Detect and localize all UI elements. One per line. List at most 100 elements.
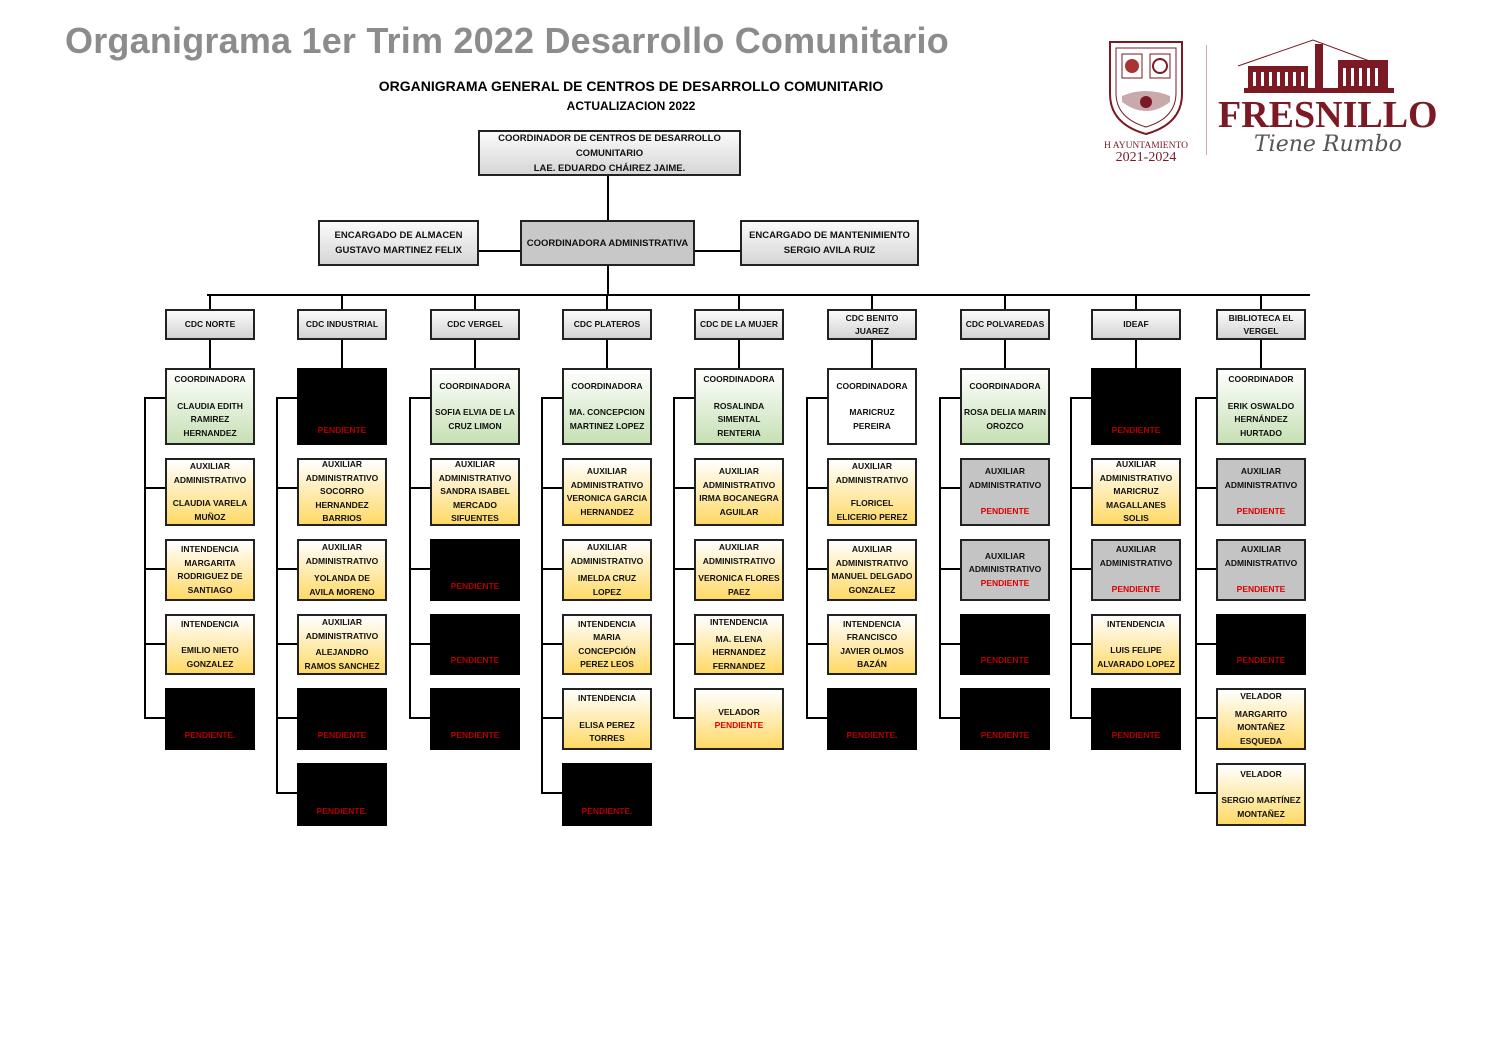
connector (738, 295, 740, 309)
vacant-position-card: PENDIENTE (297, 688, 387, 750)
connector (673, 397, 694, 399)
coordinator-name: LAE. EDUARDO CHÁIREZ JAIME. (533, 162, 686, 174)
position-role: AUXILIAR ADMINISTRATIVO (835, 544, 909, 568)
connector (144, 487, 165, 489)
employee-name: ALEJANDRO RAMOS SANCHEZ (304, 647, 380, 671)
connector (144, 717, 165, 719)
connector (1004, 295, 1006, 309)
connector (541, 487, 562, 489)
connector (939, 568, 960, 570)
bracket-line (276, 397, 278, 794)
connector (939, 487, 960, 489)
vacant-position-card: PENDIENTE (430, 688, 520, 750)
status-pending: PENDIENTE (450, 580, 500, 591)
fresnillo-brand-logo: FRESNILLO Tiene Rumbo (1218, 36, 1438, 161)
position-role: VELADOR (1240, 691, 1282, 701)
warehouse-box: ENCARGADO DE ALMACEN GUSTAVO MARTINEZ FE… (318, 220, 479, 266)
connector (606, 340, 608, 368)
connector (276, 397, 297, 399)
connector (606, 295, 608, 309)
connector (409, 487, 430, 489)
status-pending: PENDIENTE (1111, 584, 1161, 595)
position-role: AUXILIAR ADMINISTRATIVO (835, 461, 909, 485)
connector (1004, 340, 1006, 368)
position-role: COORDINADORA (439, 380, 511, 391)
connector (276, 487, 297, 489)
connector (1195, 717, 1216, 719)
shield-icon (1109, 41, 1183, 136)
employee-name: CLAUDIA EDITH RAMIREZ HERNANDEZ (177, 400, 243, 438)
employee-name: FRANCISCO JAVIER OLMOS BAZÁN (840, 632, 904, 669)
position-card: AUXILIAR ADMINISTRATIVO ALEJANDRO RAMOS S… (297, 614, 387, 675)
position-role: COORDINADOR (1228, 374, 1294, 384)
status-pending: PENDIENTE (1236, 506, 1286, 517)
bracket-line (1195, 397, 1197, 794)
position-role: AUXILIAR ADMINISTRATIVO (1224, 544, 1298, 568)
employee-name: MARICRUZ PEREIRA (849, 407, 895, 431)
coordinator-box: COORDINADOR DE CENTROS DE DESARROLLO COM… (478, 130, 741, 176)
position-role: VELADOR (1240, 768, 1282, 779)
employee-name: CLAUDIA VARELA MUÑOZ (172, 498, 248, 522)
status-pending: PENDIENTE (450, 654, 500, 665)
status-pending: PENDIENTE. (581, 805, 633, 816)
ayuntamiento-shield-logo: H AYUNTAMIENTO 2021-2024 (1100, 36, 1192, 165)
connector (1135, 340, 1137, 368)
employee-name: MARIA CONCEPCIÓN PEREZ LEOS (578, 632, 636, 669)
position-role: AUXILIAR ADMINISTRATIVO (173, 461, 247, 485)
connector (806, 717, 827, 719)
position-role: AUXILIAR ADMINISTRATIVO (702, 466, 776, 490)
position-role: AUXILIAR ADMINISTRATIVO (305, 617, 379, 641)
column-header-biblioteca-el-vergel: BIBLIOTECA EL VERGEL (1216, 309, 1306, 340)
employee-name: SANDRA ISABEL MERCADO SIFUENTES (440, 486, 510, 524)
maintenance-box: ENCARGADO DE MANTENIMIENTO SERGIO AVILA … (740, 220, 919, 266)
page-title: Organigrama 1er Trim 2022 Desarrollo Com… (65, 20, 949, 61)
connector (341, 295, 343, 309)
status-pending: PENDIENTE (1111, 729, 1161, 740)
position-role: COORDINADORA (836, 380, 908, 391)
connector (144, 568, 165, 570)
position-role: AUXILIAR ADMINISTRATIVO (1099, 459, 1173, 483)
connector (806, 643, 827, 645)
chart-subtitle: ORGANIGRAMA GENERAL DE CENTROS DE DESARR… (378, 78, 884, 94)
status-pending: PENDIENTE. (316, 805, 368, 816)
position-role: COORDINADORA (174, 374, 246, 384)
employee-name: VERONICA GARCIA HERNANDEZ (566, 493, 648, 517)
position-card: COORDINADORA CLAUDIA EDITH RAMIREZ HERNAN… (165, 368, 255, 445)
vacant-position-card: PENDIENTE. (827, 688, 917, 750)
employee-name: ROSA DELIA MARIN OROZCO (964, 407, 1047, 431)
bracket-line (673, 397, 675, 719)
connector (541, 717, 562, 719)
maintenance-name: SERGIO AVILA RUIZ (783, 245, 876, 256)
connector (1070, 397, 1091, 399)
connector (1195, 397, 1216, 399)
connector (474, 340, 476, 368)
connector (1260, 340, 1262, 368)
vacant-position-card: PENDIENTE (430, 614, 520, 675)
bracket-line (939, 397, 941, 719)
employee-name: MA. CONCEPCION MARTINEZ LOPEZ (569, 407, 645, 431)
column-header-cdc-plateros: CDC PLATEROS (562, 309, 652, 340)
vacant-position-card: PENDIENTE (430, 539, 520, 601)
connector (474, 295, 476, 309)
connector (607, 266, 609, 296)
connector (1070, 717, 1091, 719)
connector (409, 397, 430, 399)
position-role: AUXILIAR ADMINISTRATIVO (1099, 544, 1173, 568)
vacant-position-card: PENDIENTE (1216, 614, 1306, 675)
brand-tagline: Tiene Rumbo (1254, 132, 1402, 157)
